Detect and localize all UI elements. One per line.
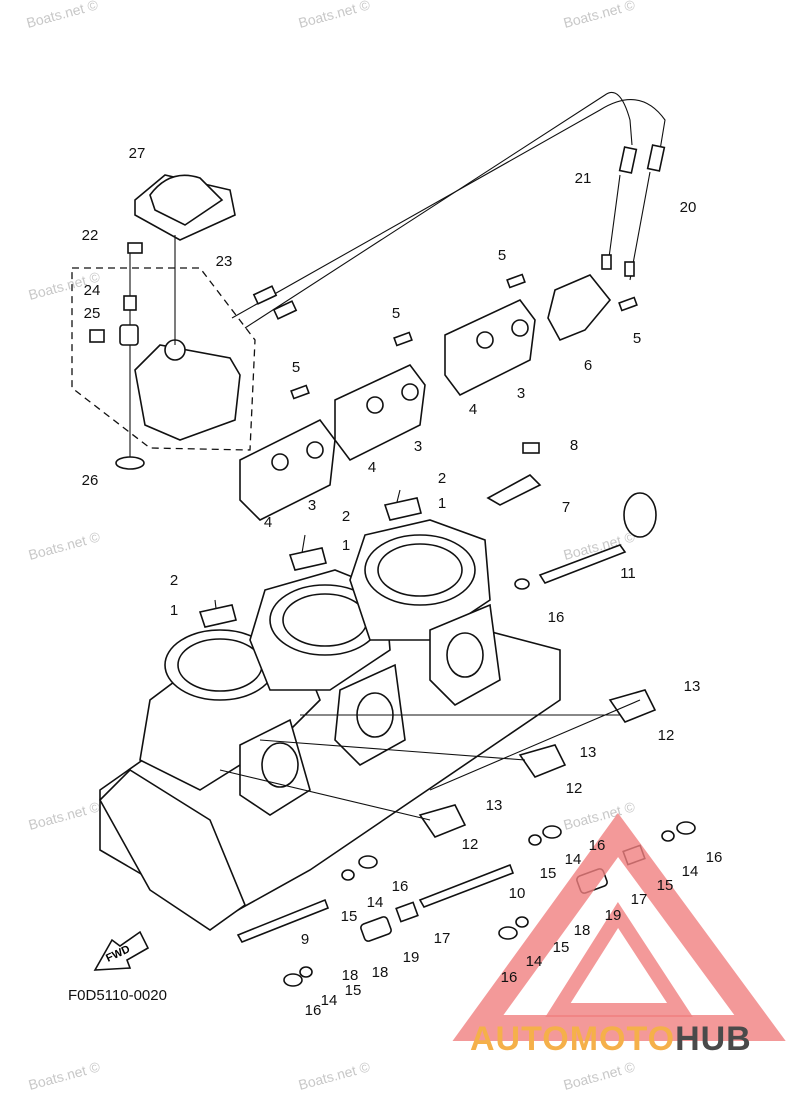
callouts: 2722232425262120555563334448721212111161…: [82, 145, 723, 1019]
callout-number: 20: [680, 199, 697, 216]
callout-number: 4: [264, 514, 272, 531]
callout-number: 8: [570, 437, 578, 454]
callout-number: 13: [580, 744, 597, 761]
callout-number: 16: [392, 878, 409, 895]
callout-number: 21: [575, 170, 592, 187]
callout-number: 2: [438, 470, 446, 487]
callout-number: 15: [345, 982, 362, 999]
callout-number: 17: [434, 930, 451, 947]
callout-number: 18: [342, 967, 359, 984]
callout-number: 12: [462, 836, 479, 853]
callout-number: 14: [682, 863, 699, 880]
linkage-parts: [198, 442, 696, 987]
callout-number: 18: [574, 922, 591, 939]
callout-number: 2: [170, 572, 178, 589]
watermark: Boats.net ©: [27, 528, 103, 563]
callout-number: 17: [631, 891, 648, 908]
callout-number: 22: [82, 227, 99, 244]
callout-number: 1: [170, 602, 178, 619]
brand-logo: AUTOMOTOHUB: [470, 1020, 752, 1059]
callout-number: 23: [216, 253, 233, 270]
callout-number: 4: [469, 401, 477, 418]
watermark: Boats.net ©: [297, 1058, 373, 1093]
callout-number: 19: [403, 949, 420, 966]
callout-number: 14: [367, 894, 384, 911]
callout-number: 18: [372, 964, 389, 981]
callout-number: 14: [526, 953, 543, 970]
callout-number: 5: [392, 305, 400, 322]
engine-block: [99, 519, 561, 931]
callout-number: 10: [509, 885, 526, 902]
drawing-code: F0D5110-0020: [68, 987, 167, 1004]
callout-number: 2: [342, 508, 350, 525]
callout-number: 15: [657, 877, 674, 894]
callout-number: 13: [486, 797, 503, 814]
callout-number: 3: [517, 385, 525, 402]
callout-number: 1: [438, 495, 446, 512]
callout-number: 3: [308, 497, 316, 514]
callout-number: 16: [706, 849, 723, 866]
callout-number: 24: [84, 282, 101, 299]
callout-number: 16: [589, 837, 606, 854]
callout-number: 7: [562, 499, 570, 516]
callout-number: 16: [305, 1002, 322, 1019]
callout-number: 26: [82, 472, 99, 489]
watermark: Boats.net ©: [562, 1058, 638, 1093]
solenoid-assembly: [71, 174, 256, 470]
watermark: Boats.net ©: [297, 0, 373, 31]
callout-number: 14: [321, 992, 338, 1009]
callout-number: 16: [501, 969, 518, 986]
watermark: Boats.net ©: [25, 0, 101, 31]
brand-mark: [452, 812, 786, 1041]
throttle-cables: [231, 91, 666, 329]
callout-number: 12: [566, 780, 583, 797]
callout-number: 16: [548, 609, 565, 626]
callout-number: 3: [414, 438, 422, 455]
callout-number: 11: [620, 565, 636, 582]
callout-number: 4: [368, 459, 376, 476]
callout-number: 12: [658, 727, 675, 744]
callout-number: 1: [342, 537, 350, 554]
watermark: Boats.net ©: [562, 0, 638, 31]
brand-part2: HUB: [675, 1020, 752, 1058]
watermark: Boats.net ©: [27, 798, 103, 833]
fwd-arrow: FWD: [93, 930, 150, 971]
callout-number: 14: [565, 851, 582, 868]
callout-number: 5: [498, 247, 506, 264]
callout-number: 15: [553, 939, 570, 956]
callout-number: 5: [292, 359, 300, 376]
callout-number: 15: [341, 908, 358, 925]
brand-part1: AUTOMOTO: [470, 1020, 676, 1058]
callout-number: 27: [129, 145, 146, 162]
callout-number: 19: [605, 907, 622, 924]
callout-number: 5: [633, 330, 641, 347]
intake-manifolds: [239, 273, 638, 521]
callout-number: 9: [301, 931, 309, 948]
callout-number: 25: [84, 305, 101, 322]
callout-number: 6: [584, 357, 592, 374]
watermark: Boats.net ©: [27, 1058, 103, 1093]
callout-number: 13: [684, 678, 701, 695]
callout-number: 15: [540, 865, 557, 882]
